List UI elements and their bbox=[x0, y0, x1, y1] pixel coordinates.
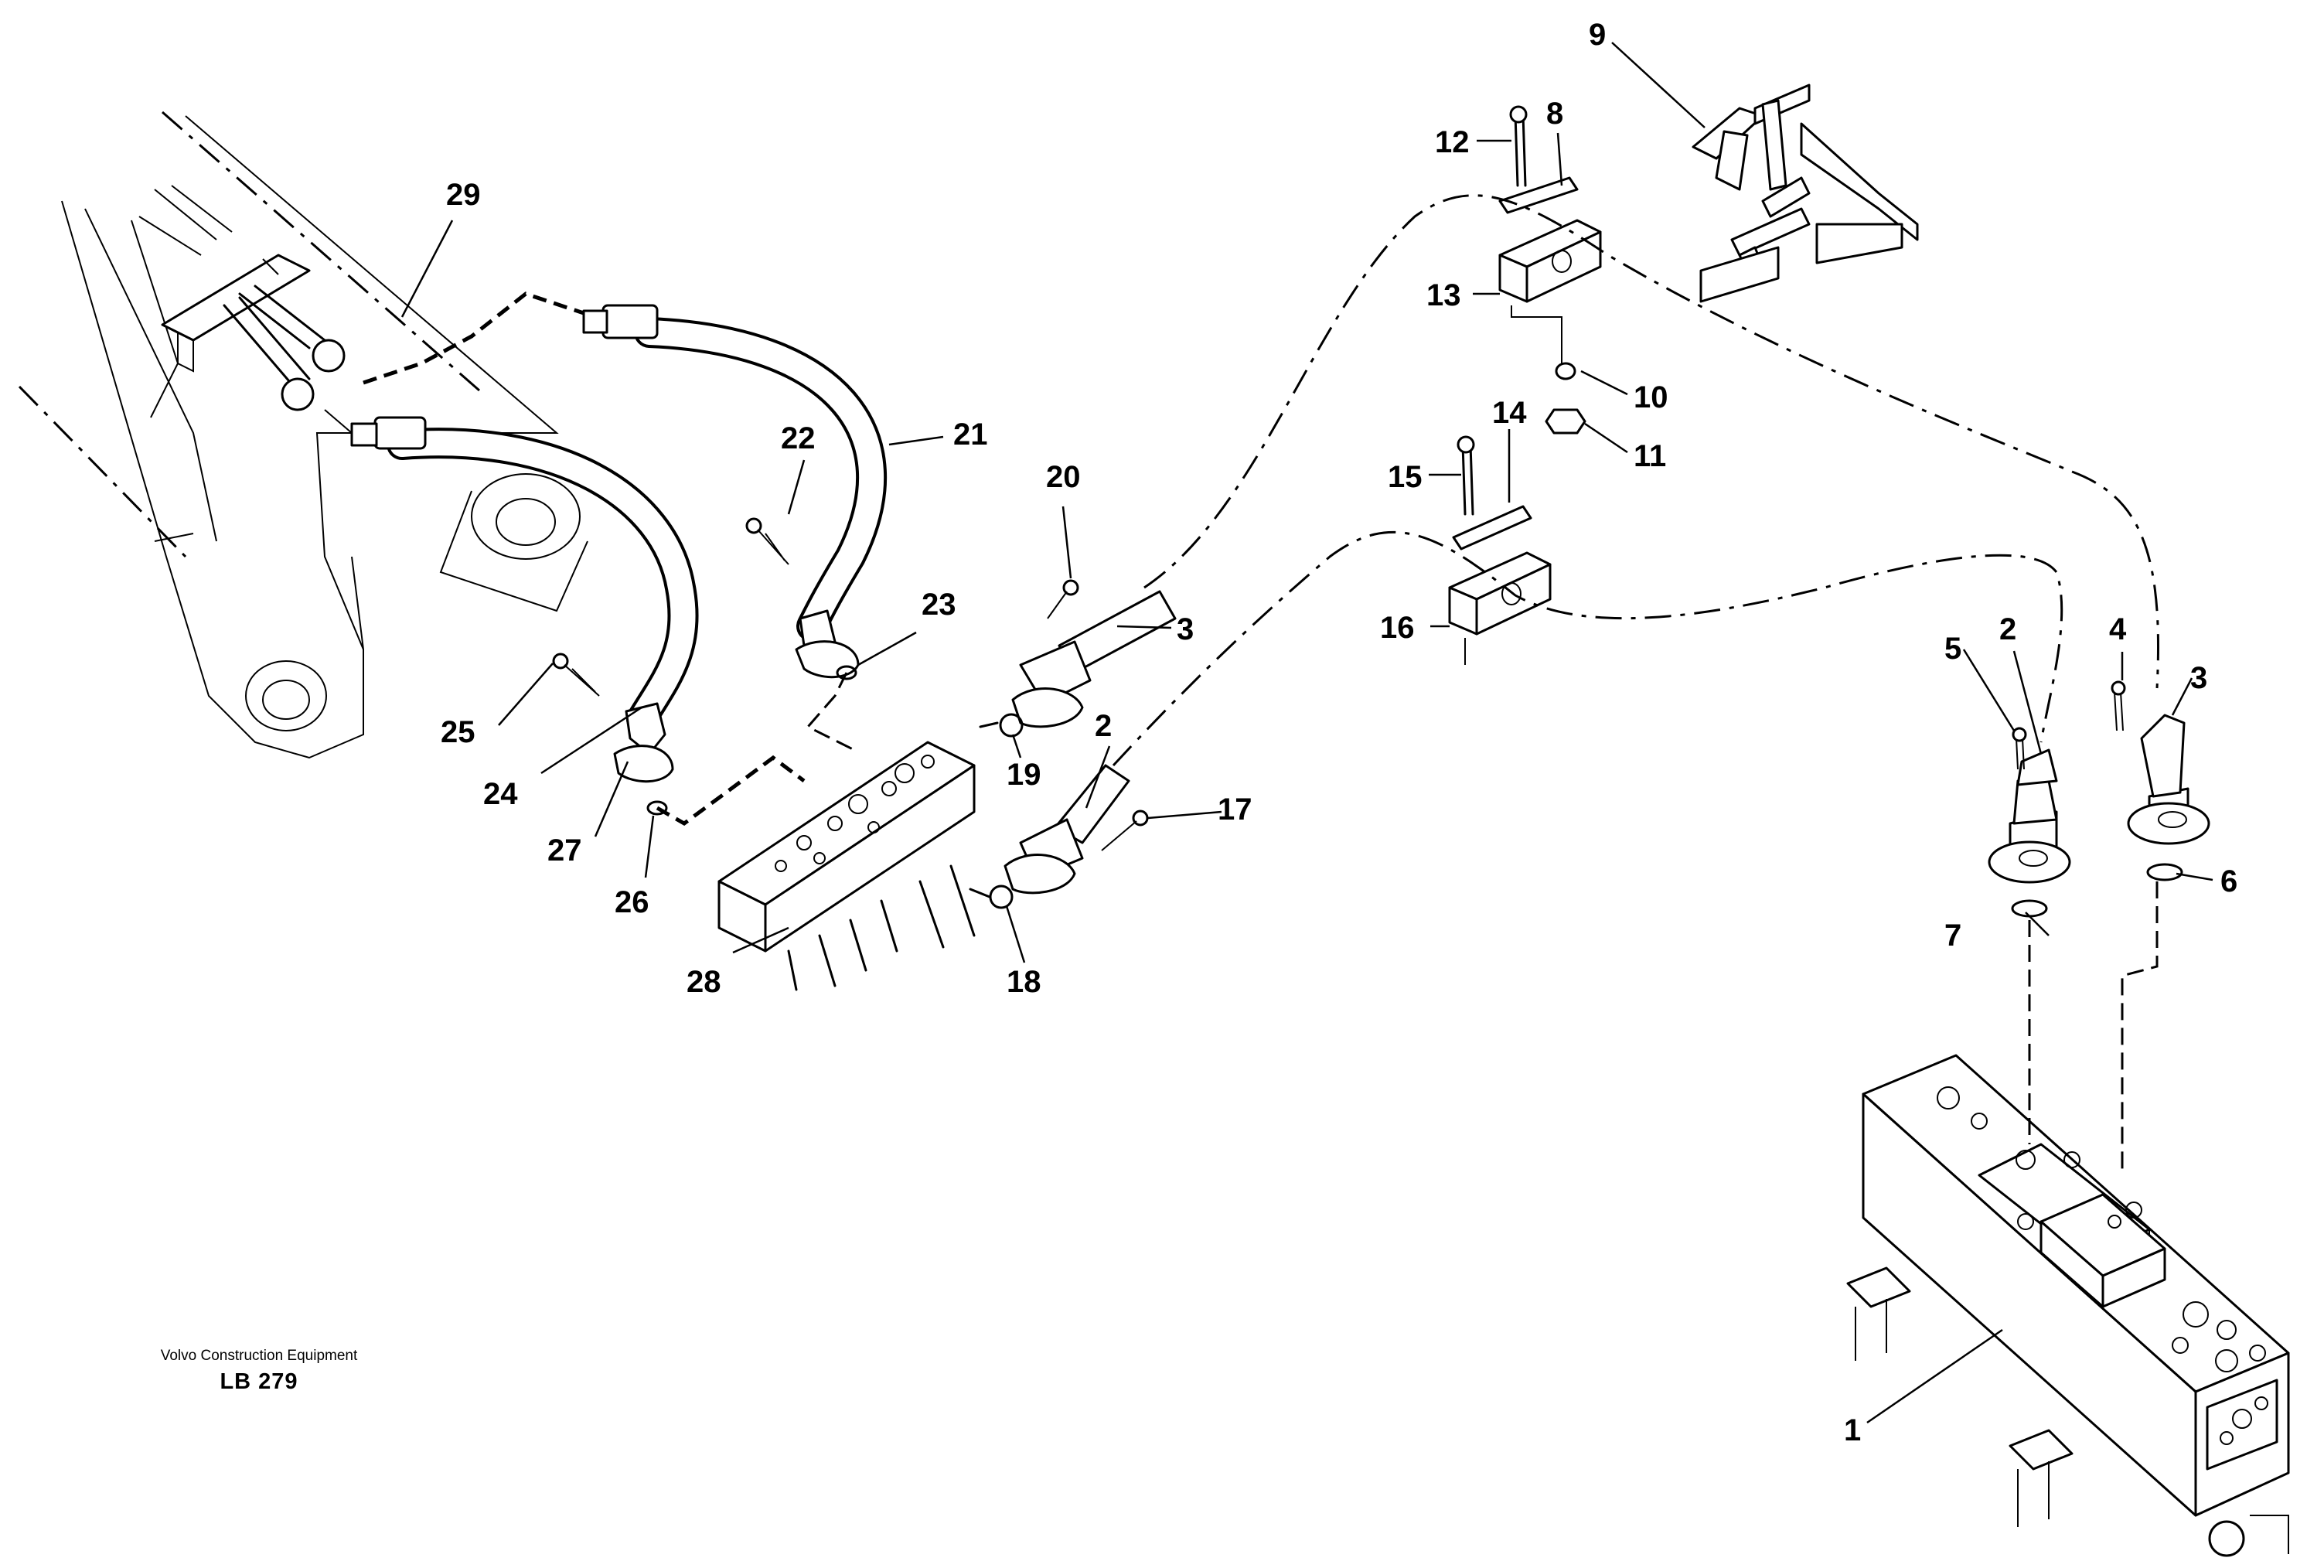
callout-22: 22 bbox=[781, 421, 816, 455]
valve-block-drawing bbox=[717, 741, 976, 991]
middle-fittings bbox=[989, 579, 1177, 909]
callout-labels: 1 2 2 3 3 4 5 6 7 8 9 10 11 12 13 14 15 … bbox=[441, 18, 2237, 1447]
callout-28: 28 bbox=[687, 965, 721, 999]
callout-21: 21 bbox=[953, 418, 988, 452]
bracket-drawing bbox=[1692, 84, 1919, 303]
callout-14: 14 bbox=[1492, 396, 1527, 430]
callout-4: 4 bbox=[2109, 612, 2127, 646]
right-fittings bbox=[1988, 680, 2210, 918]
callout-9: 9 bbox=[1589, 18, 1606, 52]
callout-25: 25 bbox=[441, 715, 475, 749]
callout-8: 8 bbox=[1546, 97, 1563, 131]
callout-29: 29 bbox=[446, 178, 481, 212]
callout-5: 5 bbox=[1944, 632, 1961, 666]
callout-11: 11 bbox=[1634, 439, 1666, 473]
hose-assemblies bbox=[324, 304, 887, 816]
callout-7: 7 bbox=[1944, 919, 1961, 953]
callout-19: 19 bbox=[1007, 758, 1041, 792]
callout-24: 24 bbox=[483, 777, 518, 811]
main-control-valve-drawing bbox=[1846, 1054, 2290, 1557]
callout-3-middle: 3 bbox=[1177, 612, 1194, 646]
callout-18: 18 bbox=[1007, 965, 1041, 999]
callout-10: 10 bbox=[1634, 380, 1668, 414]
callout-16: 16 bbox=[1380, 611, 1415, 645]
callout-2-right: 2 bbox=[1999, 612, 2016, 646]
callout-1: 1 bbox=[1844, 1413, 1861, 1447]
drawing-code: LB 279 bbox=[220, 1369, 298, 1394]
callout-20: 20 bbox=[1046, 460, 1081, 494]
callout-15: 15 bbox=[1388, 460, 1423, 494]
callout-6: 6 bbox=[2220, 864, 2237, 898]
callout-23: 23 bbox=[922, 588, 956, 622]
callout-26: 26 bbox=[615, 885, 649, 919]
callout-27: 27 bbox=[547, 833, 582, 868]
callout-13: 13 bbox=[1426, 278, 1461, 312]
callout-17: 17 bbox=[1218, 793, 1252, 827]
leader-lines bbox=[400, 42, 2213, 1424]
manufacturer-name: Volvo Construction Equipment bbox=[160, 1348, 358, 1364]
hose-clamps bbox=[1448, 105, 1602, 665]
callout-3-right: 3 bbox=[2190, 661, 2207, 695]
callout-2-middle: 2 bbox=[1095, 709, 1112, 743]
connection-lines bbox=[363, 194, 2160, 1175]
drawing-credit: Volvo Construction Equipment LB 279 bbox=[147, 1347, 371, 1395]
callout-12: 12 bbox=[1435, 125, 1470, 159]
